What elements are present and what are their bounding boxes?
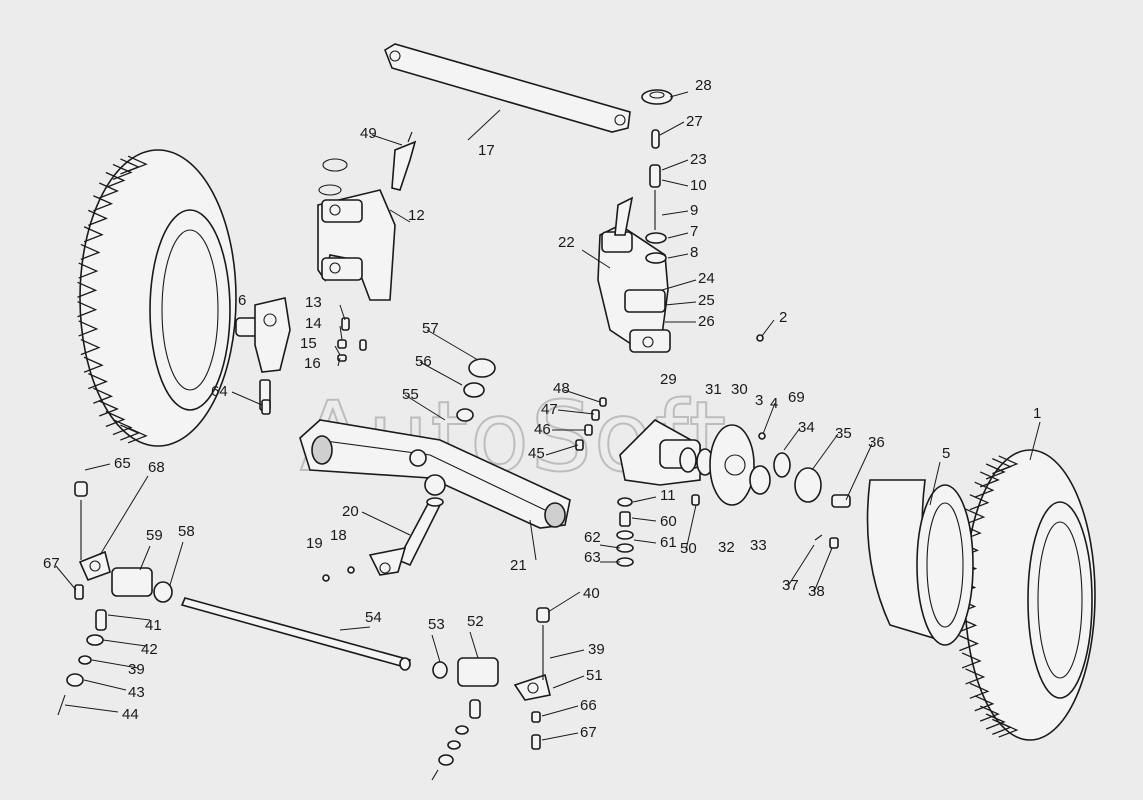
studs [814, 534, 839, 549]
callout-7: 7 [690, 223, 698, 240]
callout-57: 57 [422, 320, 439, 337]
callout-69: 69 [788, 389, 805, 406]
callout-30: 30 [731, 381, 748, 398]
callout-60: 60 [660, 513, 677, 530]
callout-13: 13 [305, 294, 322, 311]
callout-52: 52 [467, 613, 484, 630]
callout-42: 42 [141, 641, 158, 658]
callout-67b: 67 [580, 724, 597, 741]
callout-29: 29 [660, 371, 677, 388]
callout-54: 54 [365, 609, 382, 626]
callout-1: 1 [1033, 405, 1041, 422]
callout-46: 46 [534, 421, 551, 438]
callout-26: 26 [698, 313, 715, 330]
callout-44: 44 [122, 706, 139, 723]
callout-47: 47 [541, 401, 558, 418]
left-kingpin-housing [235, 297, 291, 411]
pin-20 [368, 497, 444, 576]
stabilizer-bar [180, 597, 411, 671]
right-knuckle-bracket [597, 196, 671, 353]
callout-62: 62 [584, 529, 601, 546]
callout-36: 36 [868, 434, 885, 451]
callout-64: 64 [211, 383, 228, 400]
callout-41: 41 [145, 617, 162, 634]
callout-5: 5 [942, 445, 950, 462]
callout-23: 23 [690, 151, 707, 168]
callout-68: 68 [148, 459, 165, 476]
callout-32: 32 [718, 539, 735, 556]
callout-33: 33 [750, 537, 767, 554]
callout-65: 65 [114, 455, 131, 472]
right-kingpin-stack [645, 129, 667, 264]
callout-labels: 1 2 3 4 5 6 7 8 9 10 11 12 13 14 15 16 1… [43, 77, 1041, 741]
callout-31: 31 [705, 381, 722, 398]
tie-rod [384, 43, 631, 133]
callout-34: 34 [798, 419, 815, 436]
callout-56: 56 [415, 353, 432, 370]
callout-28: 28 [695, 77, 712, 94]
right-stabilizer-link [432, 607, 551, 750]
left-tyre [77, 149, 237, 447]
callout-8: 8 [690, 244, 698, 261]
callout-63: 63 [584, 549, 601, 566]
left-link-stack [57, 609, 107, 716]
callout-9: 9 [690, 202, 698, 219]
left-stabilizer-link [74, 481, 173, 603]
callout-15: 15 [300, 335, 317, 352]
right-tyre [956, 449, 1096, 741]
callout-22: 22 [558, 234, 575, 251]
callout-24: 24 [698, 270, 715, 287]
callout-48: 48 [553, 380, 570, 397]
callout-58: 58 [178, 523, 195, 540]
leader-lines [55, 91, 1041, 741]
callout-53: 53 [428, 616, 445, 633]
callout-16: 16 [304, 355, 321, 372]
hub-cap-assembly [773, 452, 851, 508]
callout-25: 25 [698, 292, 715, 309]
callout-11: 11 [660, 487, 676, 504]
callout-45: 45 [528, 445, 545, 462]
callout-19: 19 [306, 535, 323, 552]
callout-14: 14 [305, 315, 322, 332]
lower-control-arm [299, 419, 571, 529]
callout-59: 59 [146, 527, 163, 544]
callout-12: 12 [408, 207, 425, 224]
callout-51: 51 [586, 667, 603, 684]
small-fasteners [261, 317, 766, 582]
lower-washer-stack [616, 497, 634, 567]
callout-18: 18 [330, 527, 347, 544]
callout-39a: 39 [588, 641, 605, 658]
callout-37: 37 [782, 577, 799, 594]
callout-61: 61 [660, 534, 677, 551]
callout-6: 6 [238, 292, 246, 309]
callout-3: 3 [755, 392, 763, 409]
callout-38: 38 [808, 583, 825, 600]
wheel-hub-spindle [619, 419, 771, 506]
callout-20: 20 [342, 503, 359, 520]
callout-66: 66 [580, 697, 597, 714]
wheel-rim [866, 479, 974, 646]
callout-27: 27 [686, 113, 703, 130]
callout-55: 55 [402, 386, 419, 403]
callout-17: 17 [478, 142, 495, 159]
callout-43: 43 [128, 684, 145, 701]
callout-67a: 67 [43, 555, 60, 572]
callout-10: 10 [690, 177, 707, 194]
callout-40: 40 [583, 585, 600, 602]
callout-2: 2 [779, 309, 787, 326]
left-knuckle-bracket [317, 131, 417, 301]
bushing-stack [456, 358, 496, 422]
callout-4: 4 [770, 395, 778, 412]
callout-50: 50 [680, 540, 697, 557]
callout-21: 21 [510, 557, 527, 574]
callout-49: 49 [360, 125, 377, 142]
callout-35: 35 [835, 425, 852, 442]
callout-39b: 39 [128, 661, 145, 678]
right-link-stack [431, 699, 481, 781]
washer-28 [641, 89, 673, 105]
